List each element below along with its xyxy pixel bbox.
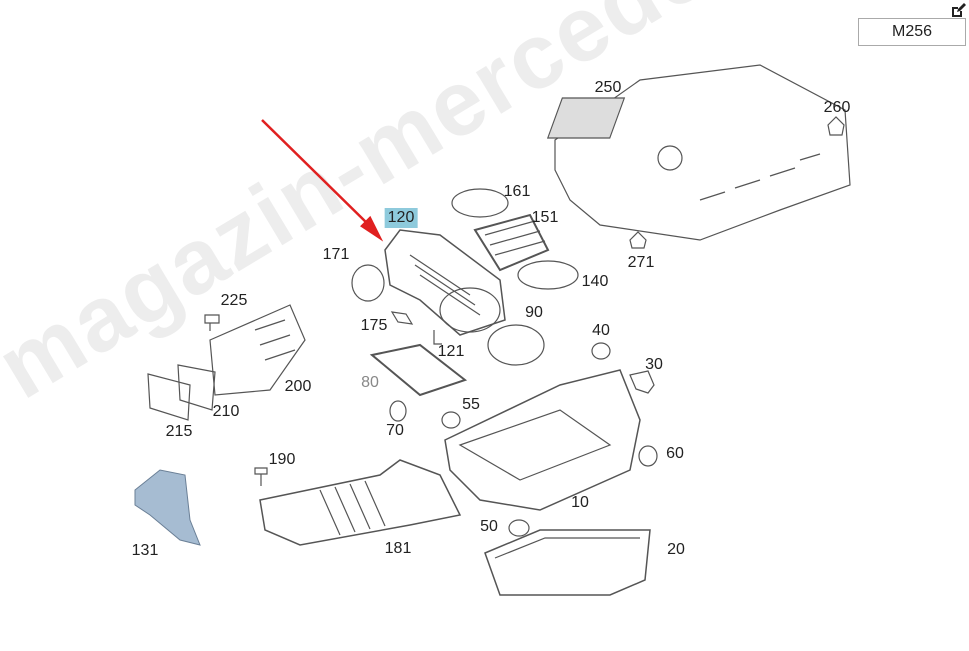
part-label-60[interactable]: 60 xyxy=(666,445,684,462)
part-label-181[interactable]: 181 xyxy=(384,540,412,557)
engine-code-button[interactable]: M256 xyxy=(858,18,966,46)
part-label-140[interactable]: 140 xyxy=(581,273,609,290)
part-131-bracket xyxy=(134,469,201,546)
part-label-225[interactable]: 225 xyxy=(220,292,248,309)
part-label-121[interactable]: 121 xyxy=(437,343,465,360)
part-label-70[interactable]: 70 xyxy=(386,422,404,439)
part-label-171[interactable]: 171 xyxy=(322,246,350,263)
part-label-210[interactable]: 210 xyxy=(212,403,240,420)
edit-icon[interactable] xyxy=(950,3,966,19)
part-label-190[interactable]: 190 xyxy=(268,451,296,468)
part-label-120-selected[interactable]: 120 xyxy=(384,208,418,228)
part-label-80[interactable]: 80 xyxy=(361,374,379,391)
part-label-161[interactable]: 161 xyxy=(503,183,531,200)
part-label-151[interactable]: 151 xyxy=(531,209,559,226)
part-10-airbox xyxy=(444,369,641,511)
part-label-175[interactable]: 175 xyxy=(360,317,388,334)
part-120-intake-duct xyxy=(384,229,506,336)
part-label-271[interactable]: 271 xyxy=(627,254,655,271)
part-label-30[interactable]: 30 xyxy=(645,356,663,373)
part-20-filter xyxy=(484,529,651,596)
part-250-engine-cover xyxy=(554,64,851,241)
part-label-131[interactable]: 131 xyxy=(131,542,159,559)
part-label-55[interactable]: 55 xyxy=(462,396,480,413)
part-label-20[interactable]: 20 xyxy=(667,541,685,558)
pointer-arrow xyxy=(261,119,384,242)
part-label-250[interactable]: 250 xyxy=(594,79,622,96)
part-label-215[interactable]: 215 xyxy=(165,423,193,440)
part-label-10[interactable]: 10 xyxy=(571,494,589,511)
part-label-260[interactable]: 260 xyxy=(823,99,851,116)
part-label-90[interactable]: 90 xyxy=(525,304,543,321)
part-label-50[interactable]: 50 xyxy=(480,518,498,535)
part-label-200[interactable]: 200 xyxy=(284,378,312,395)
part-label-40[interactable]: 40 xyxy=(592,322,610,339)
